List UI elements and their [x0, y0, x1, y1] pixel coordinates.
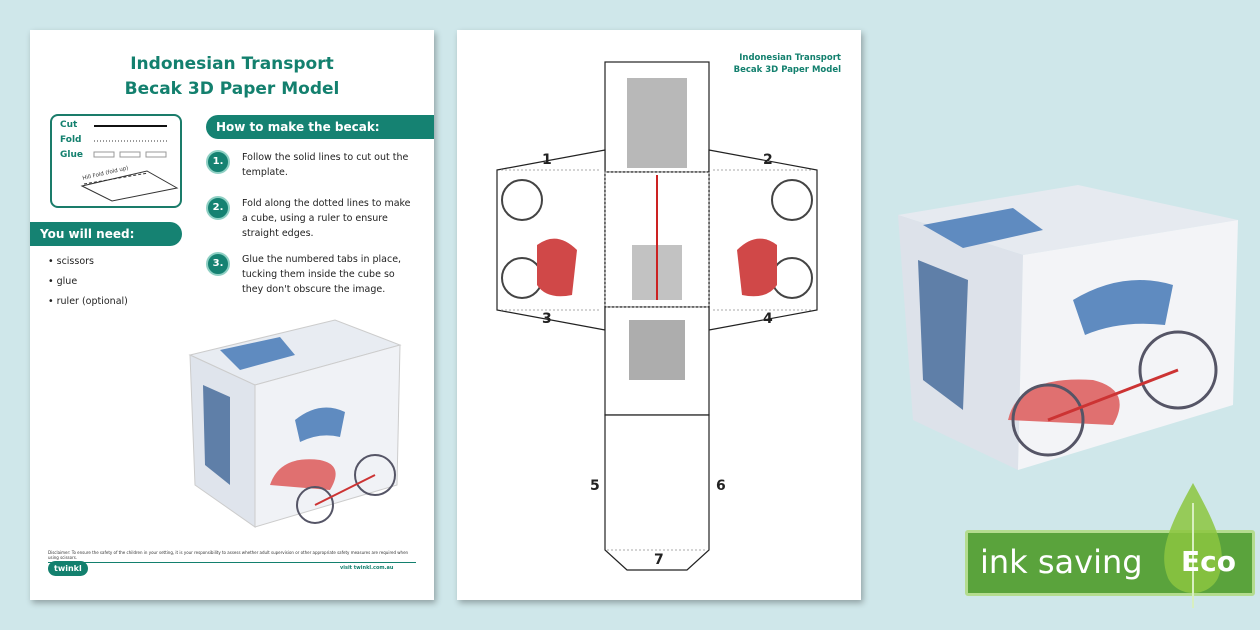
tab-number-6: 6: [716, 478, 726, 494]
line-legend: Cut Fold Glue Hill Fold (fold up): [50, 114, 182, 208]
need-item: • glue: [48, 276, 78, 287]
step-text: Follow the solid lines to cut out the te…: [242, 152, 409, 178]
step-3: 3. Glue the numbered tabs in place, tucki…: [206, 252, 416, 297]
becak-cube-image: [188, 319, 402, 528]
website-link[interactable]: visit twinkl.com.au: [340, 565, 394, 571]
tab-number-7: 7: [654, 552, 664, 568]
step-2: 2. Fold along the dotted lines to make a …: [206, 196, 416, 241]
title-line-2: Becak 3D Paper Model: [124, 79, 340, 99]
step-number: 2.: [206, 196, 230, 220]
disclaimer: Disclaimer: To ensure the safety of the …: [48, 550, 416, 563]
tab-number-1: 1: [542, 152, 552, 168]
cube-net: [496, 61, 818, 571]
assembled-cube-image: [898, 185, 1238, 470]
tab-number-3: 3: [542, 311, 552, 327]
step-number: 1.: [206, 150, 230, 174]
badge-text: ink saving: [980, 543, 1143, 581]
title-line-1: Indonesian Transport: [739, 53, 841, 63]
need-item: • scissors: [48, 256, 95, 267]
needs-heading: You will need:: [30, 222, 182, 246]
tab-number-2: 2: [763, 152, 773, 168]
needs-list: • scissors • glue • ruler (optional): [48, 252, 128, 312]
legend-fold: Fold: [60, 135, 82, 145]
twinkl-logo: twinkl: [48, 561, 88, 576]
title-line-2: Becak 3D Paper Model: [733, 65, 841, 75]
need-item: • ruler (optional): [48, 296, 128, 307]
step-text: Fold along the dotted lines to make a cu…: [242, 198, 411, 239]
title-line-1: Indonesian Transport: [130, 54, 334, 74]
legend-cut: Cut: [60, 120, 78, 130]
tab-number-5: 5: [590, 478, 600, 494]
step-text: Glue the numbered tabs in place, tucking…: [242, 254, 402, 295]
tab-number-4: 4: [763, 311, 773, 327]
how-heading: How to make the becak:: [206, 115, 434, 139]
leaf-icon: [1164, 483, 1222, 608]
step-1: 1. Follow the solid lines to cut out the …: [206, 150, 416, 180]
badge-eco: Eco: [1181, 545, 1236, 578]
ink-saving-eco-badge: ink saving Eco: [965, 483, 1255, 608]
legend-glue: Glue: [60, 150, 83, 160]
step-number: 3.: [206, 252, 230, 276]
legend-diagram: [80, 125, 179, 202]
